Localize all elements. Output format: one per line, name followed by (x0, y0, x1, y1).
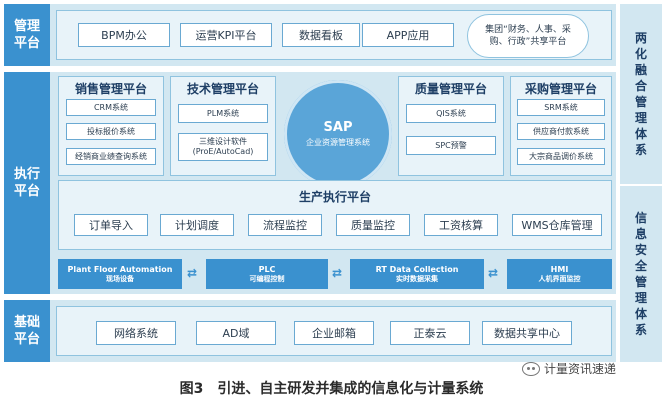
sap-subtitle: 企业资源管理系统 (306, 138, 370, 147)
execution-platform-label-text: 执行平台 (13, 167, 40, 199)
production-item-process[interactable]: 流程监控 (248, 214, 322, 236)
automation-hmi-en: HMI (550, 265, 569, 274)
purchase-item-srm[interactable]: SRM系统 (517, 99, 605, 116)
production-item-order[interactable]: 订单导入 (74, 214, 148, 236)
base-item-network[interactable]: 网络系统 (96, 321, 176, 345)
management-item-bpm[interactable]: BPM办公 (78, 23, 170, 47)
management-platform-label: 管理平台 (4, 4, 50, 66)
automation-plc[interactable]: PLC 可编程控制 (206, 259, 328, 289)
sales-item-bidding[interactable]: 投标报价系统 (66, 123, 156, 140)
automation-rt-data[interactable]: RT Data Collection 实时数据采集 (350, 259, 484, 289)
sales-item-crm[interactable]: CRM系统 (66, 99, 156, 116)
quality-item-qis[interactable]: QIS系统 (406, 104, 496, 123)
management-platform-label-text: 管理平台 (13, 19, 40, 51)
sales-item-dealer[interactable]: 经销商业绩查询系统 (66, 148, 156, 165)
production-panel-title: 生产执行平台 (298, 190, 371, 204)
production-item-wms[interactable]: WMS仓库管理 (512, 214, 602, 236)
shared-platform-cloud-text: 集团“财务、人事、采购、行政”共享平台 (485, 25, 571, 47)
bidirectional-arrow-icon: ⇄ (332, 266, 343, 280)
production-item-schedule[interactable]: 计划调度 (160, 214, 234, 236)
production-item-wage[interactable]: 工资核算 (424, 214, 498, 236)
watermark: 计量资讯速递 (522, 360, 616, 377)
purchase-item-commodity[interactable]: 大宗商品调价系统 (517, 148, 605, 165)
automation-plant-floor[interactable]: Plant Floor Automation 现场设备 (58, 259, 182, 289)
management-item-dashboard[interactable]: 数据看板 (282, 23, 360, 47)
execution-platform-label: 执行平台 (4, 72, 50, 294)
side-integration-text: 两化融合管理体系 (634, 31, 647, 157)
figure-caption: 图3 引进、自主研发并集成的信息化与计量系统 (179, 381, 484, 397)
base-item-data-share[interactable]: 数据共享中心 (482, 321, 572, 345)
automation-hmi[interactable]: HMI 人机界面监控 (507, 259, 612, 289)
tech-item-cad[interactable]: 三维设计软件(ProE/AutoCad) (178, 133, 268, 161)
production-item-quality[interactable]: 质量监控 (336, 214, 410, 236)
management-item-app[interactable]: APP应用 (362, 23, 454, 47)
automation-plant-floor-en: Plant Floor Automation (67, 265, 173, 274)
watermark-text: 计量资讯速递 (544, 362, 617, 376)
automation-hmi-cn: 人机界面监控 (538, 275, 581, 283)
automation-plant-floor-cn: 现场设备 (106, 275, 134, 283)
bidirectional-arrow-icon: ⇄ (488, 266, 499, 280)
base-item-chint-cloud[interactable]: 正泰云 (390, 321, 470, 345)
quality-panel (398, 76, 504, 176)
wechat-icon (522, 361, 540, 376)
base-platform-label: 基础平台 (4, 300, 50, 362)
tech-item-plm[interactable]: PLM系统 (178, 104, 268, 123)
base-item-ad[interactable]: AD域 (196, 321, 276, 345)
automation-plc-cn: 可编程控制 (249, 275, 285, 283)
automation-rt-data-cn: 实时数据采集 (396, 275, 438, 283)
automation-plc-en: PLC (258, 265, 276, 274)
shared-platform-cloud: 集团“财务、人事、采购、行政”共享平台 (467, 14, 589, 58)
side-security-text: 信息安全管理体系 (634, 211, 647, 337)
sap-erp-circle[interactable]: SAP 企业资源管理系统 (284, 80, 392, 188)
side-integration-system: 两化融合管理体系 (620, 4, 662, 184)
management-item-kpi[interactable]: 运营KPI平台 (180, 23, 272, 47)
automation-rt-data-en: RT Data Collection (375, 265, 459, 274)
base-platform-label-text: 基础平台 (13, 315, 40, 347)
tech-panel-title: 技术管理平台 (186, 82, 259, 96)
quality-item-spc[interactable]: SPC预警 (406, 136, 496, 155)
purchase-panel-title: 采购管理平台 (524, 82, 597, 96)
sales-panel-title: 销售管理平台 (74, 82, 147, 96)
side-security-system: 信息安全管理体系 (620, 186, 662, 362)
sap-title: SAP (323, 120, 353, 135)
bidirectional-arrow-icon: ⇄ (187, 266, 198, 280)
quality-panel-title: 质量管理平台 (414, 82, 487, 96)
purchase-item-payment[interactable]: 供应商付款系统 (517, 123, 605, 140)
base-item-email[interactable]: 企业邮箱 (294, 321, 374, 345)
